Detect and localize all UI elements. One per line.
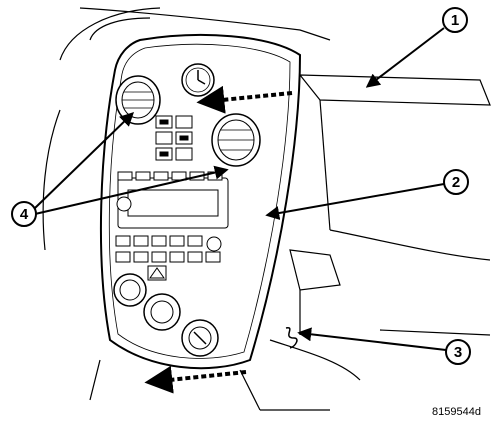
hazard-triangle-icon (147, 265, 167, 281)
hvac-knob-right (181, 319, 219, 357)
callout-2: 2 (443, 169, 469, 195)
left-air-vent (115, 75, 161, 125)
callout-4: 4 (11, 201, 37, 227)
clip-squiggle (285, 327, 298, 349)
svg-text:2: 2 (452, 174, 460, 191)
svg-text:3: 3 (454, 344, 462, 361)
figure-id: 8159544d (432, 406, 481, 418)
radio-panel (115, 171, 229, 263)
callout-1: 1 (442, 7, 468, 33)
leader-lines (34, 27, 447, 351)
switch-bank (155, 115, 193, 161)
callout-3: 3 (445, 339, 471, 365)
svg-text:4: 4 (20, 206, 29, 223)
hvac-knob-left (113, 273, 147, 307)
clock-icon (181, 63, 215, 97)
right-air-vent (211, 113, 261, 167)
svg-text:1: 1 (451, 12, 459, 29)
dashed-arrow (144, 85, 293, 394)
hvac-knob-center (143, 293, 181, 331)
dashboard-outline (42, 7, 491, 411)
